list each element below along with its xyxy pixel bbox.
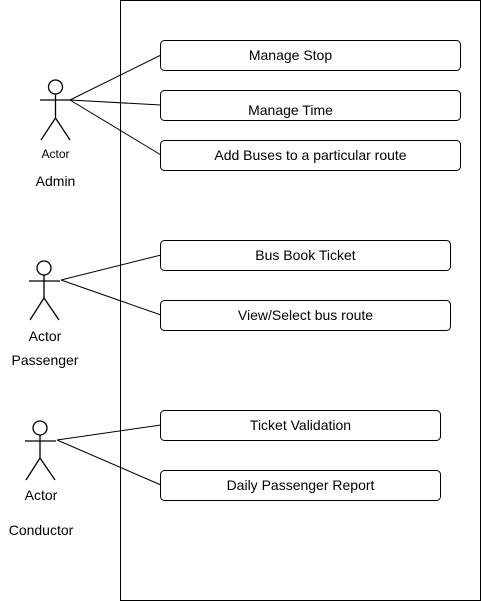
use-case-manage-time: Manage Time <box>160 90 461 121</box>
actor-conductor-left-leg <box>25 457 41 481</box>
use-case-label: Daily Passenger Report <box>227 477 375 493</box>
use-case-box <box>160 140 461 171</box>
use-case-box <box>160 40 461 71</box>
association-passenger-view-route <box>60 279 162 316</box>
association-conductor-passenger-report <box>56 439 162 486</box>
actor-conductor <box>25 420 56 481</box>
association-admin-add-buses <box>69 99 162 156</box>
actor-admin-role: Admin <box>36 173 76 189</box>
actor-passenger <box>29 260 60 321</box>
actor-admin <box>40 79 71 141</box>
actor-admin-head <box>47 79 64 95</box>
use-case-ticket-validation: Ticket Validation <box>160 410 441 441</box>
use-case-daily-passenger-report: Daily Passenger Report <box>160 470 441 501</box>
association-conductor-ticket-validation <box>56 424 162 441</box>
actor-conductor-head <box>32 420 48 436</box>
use-case-manage-stop: Manage Stop <box>160 40 461 71</box>
actor-passenger-caption: Actor <box>29 328 62 344</box>
use-case-box <box>160 470 441 501</box>
actor-conductor-caption: Actor <box>25 487 58 503</box>
passenger-associations <box>60 254 162 316</box>
use-case-box <box>160 90 461 121</box>
actor-passenger-left-leg <box>29 297 45 321</box>
actor-conductor-right-leg <box>39 457 56 481</box>
use-case-label: Bus Book Ticket <box>255 247 355 263</box>
actor-conductor-role: Conductor <box>9 522 74 538</box>
association-passenger-book-ticket <box>60 254 162 281</box>
actor-passenger-right-leg <box>43 297 60 321</box>
use-case-box <box>160 410 441 441</box>
use-case-view-select-bus-route: View/Select bus route <box>160 300 451 331</box>
use-case-label: Manage Stop <box>249 47 332 63</box>
use-case-label: Add Buses to a particular route <box>214 147 406 163</box>
actor-passenger-role: Passenger <box>12 352 79 368</box>
actor-admin-right-leg <box>54 117 71 141</box>
use-case-label: Ticket Validation <box>250 417 351 433</box>
actor-admin-left-leg <box>40 117 57 141</box>
association-admin-manage-time <box>69 99 162 106</box>
use-case-label: View/Select bus route <box>238 307 373 323</box>
use-case-add-buses: Add Buses to a particular route <box>160 140 461 171</box>
actor-passenger-head <box>36 260 52 276</box>
actor-admin-caption: Actor <box>41 147 69 161</box>
association-admin-manage-stop <box>69 54 162 101</box>
admin-associations <box>69 54 162 156</box>
use-case-label: Manage Time <box>248 102 333 118</box>
use-case-bus-book-ticket: Bus Book Ticket <box>160 240 451 271</box>
conductor-associations <box>56 424 162 486</box>
use-case-box <box>160 300 451 331</box>
use-case-box <box>160 240 451 271</box>
